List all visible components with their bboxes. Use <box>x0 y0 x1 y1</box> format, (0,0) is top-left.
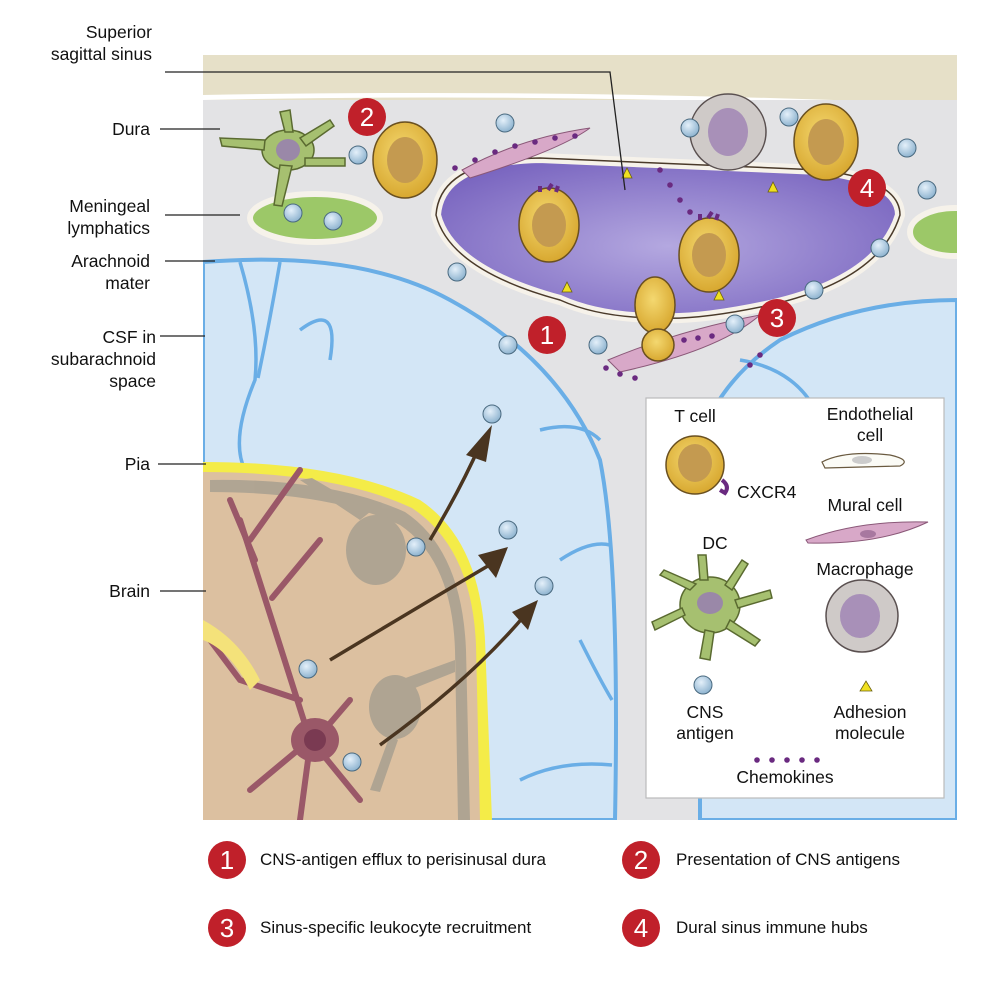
adhesion-molecules <box>561 167 779 301</box>
label-line: CSF in <box>102 327 156 347</box>
label-line: Superior <box>85 22 152 42</box>
meningeal-lymphatic-vessel <box>247 191 383 245</box>
legend-chemokines-icon <box>754 757 820 763</box>
t-cell-transmigrating <box>634 276 676 362</box>
badge-number: 4 <box>859 173 875 203</box>
legend-chemokines-label: Chemokines <box>736 767 834 787</box>
step-badge-3-figure <box>758 299 796 337</box>
label-line: Meningeal <box>69 196 150 216</box>
label-leader-lines <box>158 71 626 592</box>
legend-box <box>645 397 945 799</box>
legend-mural-label: Mural cell <box>827 495 903 515</box>
badge-number: 2 <box>359 102 375 132</box>
t-cell <box>678 217 740 293</box>
label-line: Endothelial <box>826 404 914 424</box>
t-cell <box>372 121 438 199</box>
cxcr4-receptor <box>698 210 720 221</box>
key-step-1-text: CNS-antigen efflux to perisinusal dura <box>260 850 547 869</box>
label-meningeal-lymphatics: Meningeal lymphatics <box>20 195 150 239</box>
label-csf: CSF in subarachnoid space <box>10 326 156 392</box>
dura-edge <box>203 92 957 110</box>
label-pia: Pia <box>124 454 150 474</box>
key-number: 1 <box>219 845 235 875</box>
arrow-head <box>512 600 538 630</box>
label-arachnoid-mater: Arachnoid mater <box>20 250 150 294</box>
label-line: subarachnoid <box>50 349 156 369</box>
label-line: antigen <box>676 723 734 743</box>
legend-adhesion-label: Adhesion molecule <box>810 702 930 744</box>
label-line: CNS <box>686 702 724 722</box>
legend-cxcr4-icon <box>718 478 729 496</box>
key-number: 2 <box>633 845 649 875</box>
meningeal-lymphatic-vessel-right <box>907 205 957 259</box>
arrow-head <box>466 425 492 462</box>
label-line: mater <box>105 273 150 293</box>
key-badge-4 <box>622 909 660 947</box>
key-number: 4 <box>633 913 649 943</box>
step-badge-4-figure <box>848 169 886 207</box>
label-brain: Brain <box>109 581 150 601</box>
key-badge-2 <box>622 841 660 879</box>
legend-t-cell-label: T cell <box>674 406 716 426</box>
t-cell <box>518 187 580 263</box>
brain-tissue <box>203 472 480 820</box>
legend-t-cell-icon <box>665 435 729 496</box>
t-cells <box>372 103 859 362</box>
cxcr4-receptor <box>538 182 560 193</box>
label-line: molecule <box>834 723 906 743</box>
legend-macrophage-icon <box>825 579 899 653</box>
arrow-head <box>478 547 508 578</box>
legend-antigen-icon <box>693 675 713 695</box>
astrocyte <box>203 620 260 690</box>
key-step-2-text: Presentation of CNS antigens <box>676 850 900 869</box>
key-badge-3 <box>208 909 246 947</box>
label-line: cell <box>856 425 884 445</box>
key-number: 3 <box>219 913 235 943</box>
legend-adhesion-icon <box>859 680 873 692</box>
badge-number: 3 <box>769 303 785 333</box>
macrophage <box>689 93 767 171</box>
legend-cxcr4-label: CXCR4 <box>737 482 797 502</box>
label-line: Arachnoid <box>71 251 150 271</box>
label-dura: Dura <box>112 119 150 139</box>
key-badge-1 <box>208 841 246 879</box>
label-line: sagittal sinus <box>50 44 152 64</box>
label-line: Adhesion <box>833 702 907 722</box>
badge-number: 1 <box>539 320 555 350</box>
label-line: lymphatics <box>67 218 150 238</box>
chemokines <box>452 133 763 381</box>
legend-cns-antigen-label: CNS antigen <box>665 702 745 744</box>
mural-cell <box>461 127 591 179</box>
arachnoid-trabeculae <box>237 261 822 782</box>
legend-dc-label: DC <box>702 533 728 553</box>
label-superior-sagittal-sinus: Superior sagittal sinus <box>20 21 152 65</box>
t-cell <box>793 103 859 181</box>
cns-antigens <box>283 107 937 772</box>
label-line: space <box>109 371 156 391</box>
key-step-4-text: Dural sinus immune hubs <box>676 918 868 937</box>
key-step-3-text: Sinus-specific leukocyte recruitment <box>260 918 532 937</box>
legend-endothelial-label: Endothelial cell <box>800 404 940 446</box>
legend-macrophage-label: Macrophage <box>816 559 914 579</box>
step-badge-1-figure <box>528 316 566 354</box>
step-badge-2-figure <box>348 98 386 136</box>
